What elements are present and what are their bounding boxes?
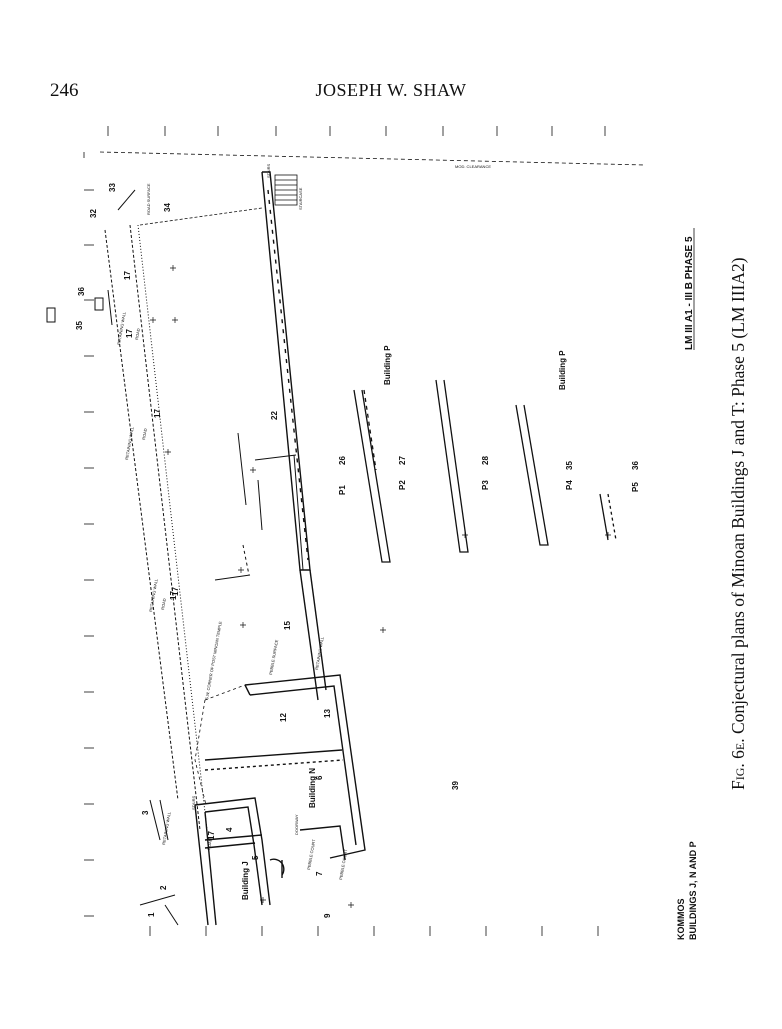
room-number: 33 <box>108 183 117 192</box>
road-label: ROAD <box>134 328 141 340</box>
staircase-label: STAIRCASE <box>298 187 303 210</box>
grid-crosses <box>150 265 611 908</box>
pebble-surface-label: PEBBLE SURFACE <box>268 639 279 675</box>
room-number: 1 <box>147 912 156 917</box>
left-end-features <box>46 189 179 926</box>
site-title: KOMMOS <box>676 899 686 941</box>
road-label: ROAD <box>206 838 213 850</box>
room-number: 35 <box>565 461 574 470</box>
retaining-wall-label: RETAINING WALL <box>124 426 135 460</box>
site-subtitle: BUILDINGS J, N AND P <box>688 841 698 940</box>
room-number: 36 <box>631 461 640 470</box>
room-number: 32 <box>89 209 98 218</box>
room-number: 6 <box>315 775 324 780</box>
building-p-label: Building P <box>558 350 567 390</box>
stairs-label: STAIRS <box>266 164 271 178</box>
phase-title-block: LM III A1 - III B PHASE 5 <box>684 228 695 350</box>
road-surface-edge <box>139 207 263 226</box>
room-number: 5 <box>251 855 260 860</box>
room-number: 15 <box>283 621 292 630</box>
road-label: ROAD <box>141 428 148 440</box>
retaining-wall-label: RETAINING WALL <box>116 311 127 345</box>
bottom-grid-ticks <box>149 926 599 936</box>
room-number: 22 <box>270 411 279 420</box>
room-number: 17 <box>123 271 132 280</box>
datum-line <box>99 151 646 166</box>
room-number: 3 <box>141 810 150 815</box>
road-surface-label: ROAD SURFACE <box>146 183 151 215</box>
doorway-label: DOORWAY <box>294 814 299 835</box>
temple-corner-wall <box>194 699 207 806</box>
pebble-court-label: PEBBLE COURT <box>338 848 348 880</box>
room-number: 13 <box>323 709 332 718</box>
room-number: 35 <box>75 321 84 330</box>
room-number: 26 <box>338 456 347 465</box>
building-j-label: Building J <box>241 861 250 900</box>
building-names: Building J Building N Building P Buildin… <box>241 345 567 900</box>
room-number-p3: P3 <box>481 480 490 490</box>
running-head: JOSEPH W. SHAW <box>315 80 467 100</box>
page-number: 246 <box>50 80 79 101</box>
room-number: 39 <box>451 781 460 790</box>
room-number: 34 <box>163 203 172 212</box>
building-n-label: Building N <box>308 768 317 808</box>
building-p-walls <box>353 379 617 563</box>
room-number: 4 <box>225 827 234 832</box>
retaining-wall-label: RETAINING WALL <box>161 811 172 845</box>
retaining-wall-label: RETAINING WALL <box>148 578 159 612</box>
building-p-label: Building P <box>383 345 392 385</box>
room-number: 12 <box>279 713 288 722</box>
figure-caption-text: Conjectural plans of Minoan Buildings J … <box>728 257 748 735</box>
staircase <box>274 174 298 206</box>
figure-caption: Fig. 6e. Conjectural plans of Minoan Bui… <box>728 257 749 790</box>
room-number-p2: P2 <box>398 480 407 490</box>
room-number-p1: P1 <box>338 485 347 495</box>
pebble-court-label: PEBBLE COURT <box>306 838 316 870</box>
room-number: 7 <box>315 871 324 876</box>
main-long-wall <box>261 171 327 701</box>
room-number: 17 <box>125 329 134 338</box>
room-number: 28 <box>481 456 490 465</box>
road-label: ROAD <box>160 598 167 610</box>
building-j-walls <box>194 797 285 926</box>
room-number: 36 <box>77 287 86 296</box>
road-retaining-wall <box>104 224 208 831</box>
phase-title: LM III A1 - III B PHASE 5 <box>684 236 695 350</box>
temple-corner-label: S.W. CORNER OF POST MINOAN TEMPLE <box>204 621 223 701</box>
clearance-label: MOD. CLEARANCE <box>455 164 491 169</box>
room-number-p5: P5 <box>631 482 640 492</box>
left-grid-ticks <box>84 189 94 917</box>
feature-labels: STAIRCASE ROAD SURFACE RETAINING WALL RE… <box>116 164 491 881</box>
room-number: 17 <box>153 409 162 418</box>
top-grid-ticks <box>83 126 606 158</box>
plan-title-block: KOMMOS BUILDINGS J, N AND P <box>676 841 698 940</box>
room-number: 2 <box>159 885 168 890</box>
room-number: 17 <box>171 587 180 596</box>
figure-label: Fig. 6e. <box>728 738 748 790</box>
room-number: 27 <box>398 456 407 465</box>
room-number: 17 <box>207 831 216 840</box>
stairs-label: STAIRS <box>191 796 196 810</box>
room-numbers: 1 2 3 4 5 6 7 9 12 13 15 17 17 17 17 17 … <box>75 183 640 918</box>
retaining-wall-label: RETAINING WALL <box>314 636 325 670</box>
interior-fragments <box>214 432 304 581</box>
room-number-p4: P4 <box>565 480 574 490</box>
room-number: 9 <box>323 913 332 918</box>
room-number: 17 <box>169 591 178 600</box>
building-n-walls <box>204 674 366 861</box>
